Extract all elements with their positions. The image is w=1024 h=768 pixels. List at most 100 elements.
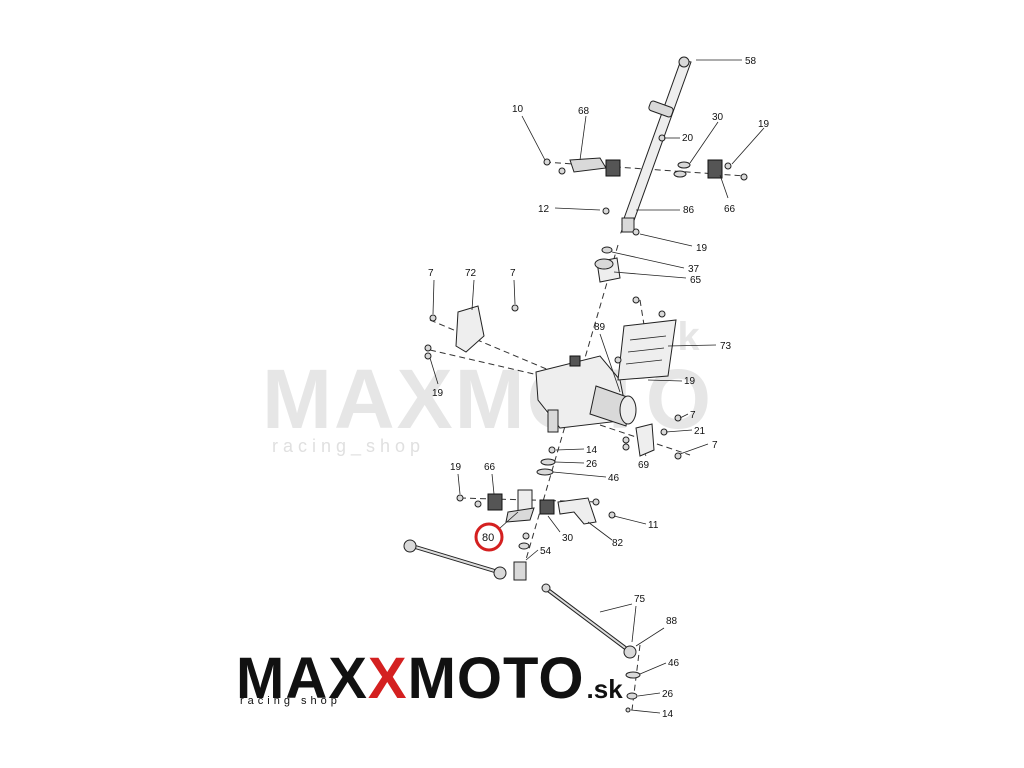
- bushing-66-lower: [487, 493, 503, 511]
- callout-7: 7: [690, 410, 696, 421]
- bracket-82: [557, 497, 597, 525]
- nut-19-left-a: [424, 344, 432, 352]
- nut-19-lower: [456, 494, 464, 502]
- washer-26-right: [626, 692, 638, 700]
- callout-7: 7: [428, 268, 434, 279]
- bolt-7-left: [429, 314, 437, 322]
- eps-motor-89: [589, 385, 631, 427]
- callout-73: 73: [720, 341, 732, 352]
- eps-unit: [535, 355, 637, 433]
- callout-46: 46: [608, 473, 620, 484]
- callout-7: 7: [510, 268, 516, 279]
- washer-26: [540, 458, 556, 466]
- upper-bushing-66: [707, 159, 723, 179]
- nut-upper: [558, 167, 566, 175]
- callout-68: 68: [578, 106, 590, 117]
- nut-46-right: [625, 671, 641, 679]
- callout-30: 30: [562, 533, 574, 544]
- callout-65: 65: [690, 275, 702, 286]
- nut-46: [536, 468, 554, 476]
- callout-66: 66: [724, 204, 736, 215]
- bolt-11: [608, 511, 616, 519]
- bolt-cover-b: [658, 310, 666, 318]
- callout-30: 30: [712, 112, 724, 123]
- washer-30-top: [677, 161, 691, 169]
- callout-19: 19: [684, 376, 696, 387]
- callout-19: 19: [758, 119, 770, 130]
- eps-cover: [614, 296, 677, 381]
- bracket-69: [635, 423, 655, 457]
- nut-upper-right: [740, 173, 748, 181]
- callout-19: 19: [432, 388, 444, 399]
- callout-19: 19: [696, 243, 708, 254]
- column-flange: [648, 100, 674, 118]
- right-tie-rod: [541, 583, 641, 713]
- highlighted-part-80[interactable]: 80: [474, 522, 504, 552]
- callout-88: 88: [666, 616, 678, 627]
- callout-86: 86: [683, 205, 695, 216]
- bolt-7-a: [674, 414, 682, 422]
- boot-assembly: [594, 246, 621, 283]
- tie-rod-end-88: [623, 645, 637, 659]
- washer-30-lower: [539, 499, 555, 515]
- bracket-72: [455, 305, 485, 353]
- callout-11: 11: [648, 520, 659, 531]
- callout-72: 72: [465, 268, 477, 279]
- pin-14: [548, 446, 556, 454]
- callout-80: 80: [482, 532, 494, 544]
- upper-mount-parts: [543, 134, 748, 236]
- callout-75: 75: [634, 594, 646, 605]
- left-tie-rod: [403, 539, 527, 581]
- callout-89: 89: [594, 322, 606, 333]
- logo-tagline: racing shop: [240, 695, 341, 707]
- bolt-7-b: [674, 452, 682, 460]
- callout-69: 69: [638, 460, 650, 471]
- callout-26: 26: [586, 459, 598, 470]
- right-mount-bracket: [622, 414, 682, 460]
- callout-26: 26: [662, 689, 674, 700]
- washer-30-bottom: [673, 170, 687, 178]
- callout-58: 58: [745, 56, 757, 67]
- callout-7: 7: [712, 440, 718, 451]
- callout-10: 10: [512, 104, 524, 115]
- bolt-12: [602, 207, 610, 215]
- nut-19-left-b: [424, 352, 432, 360]
- upper-bushing-left: [605, 159, 621, 177]
- pin-14-right: [625, 707, 631, 713]
- steering-shaft: [621, 56, 692, 233]
- left-mount-bracket: [424, 304, 519, 360]
- nut-19-column: [632, 228, 640, 236]
- callout-14: 14: [586, 445, 598, 456]
- shaft-end: [621, 217, 635, 233]
- callout-14: 14: [662, 709, 674, 720]
- callout-82: 82: [612, 538, 624, 549]
- bolt-10: [543, 158, 551, 166]
- tie-rod-end-54: [513, 561, 527, 581]
- brand-logo: MAXXMOTO.sk racing shop: [236, 646, 623, 711]
- bolt-7-right: [511, 304, 519, 312]
- tie-rod-end-left-inner: [493, 566, 507, 580]
- callout-37: 37: [688, 264, 700, 275]
- callout-21: 21: [694, 426, 706, 437]
- bolt-cover-a: [632, 296, 640, 304]
- callout-19: 19: [450, 462, 462, 473]
- callout-46: 46: [668, 658, 680, 669]
- watermark-tagline: racing_shop: [272, 436, 425, 457]
- nut-19-upper: [724, 162, 732, 170]
- callout-labels: 58 10 68 30 19 20 66 12 86 19 37 65 7 72…: [428, 56, 770, 720]
- highlight-ring: [474, 522, 504, 552]
- callout-66: 66: [484, 462, 496, 473]
- callout-54: 54: [540, 546, 552, 557]
- right-bracket-axis: [599, 424, 691, 456]
- output-shaft: [547, 409, 559, 433]
- upper-bracket-68: [569, 157, 607, 173]
- column-top-cap: [678, 56, 690, 68]
- clamp-37: [601, 246, 613, 254]
- callout-12: 12: [538, 204, 550, 215]
- lower-shaft-parts: [456, 446, 616, 550]
- nut-cover: [614, 356, 622, 364]
- callout-20: 20: [682, 133, 694, 144]
- tie-rod-end-left-outer: [403, 539, 417, 553]
- logo-wordmark: MAXXMOTO.sk: [236, 646, 623, 711]
